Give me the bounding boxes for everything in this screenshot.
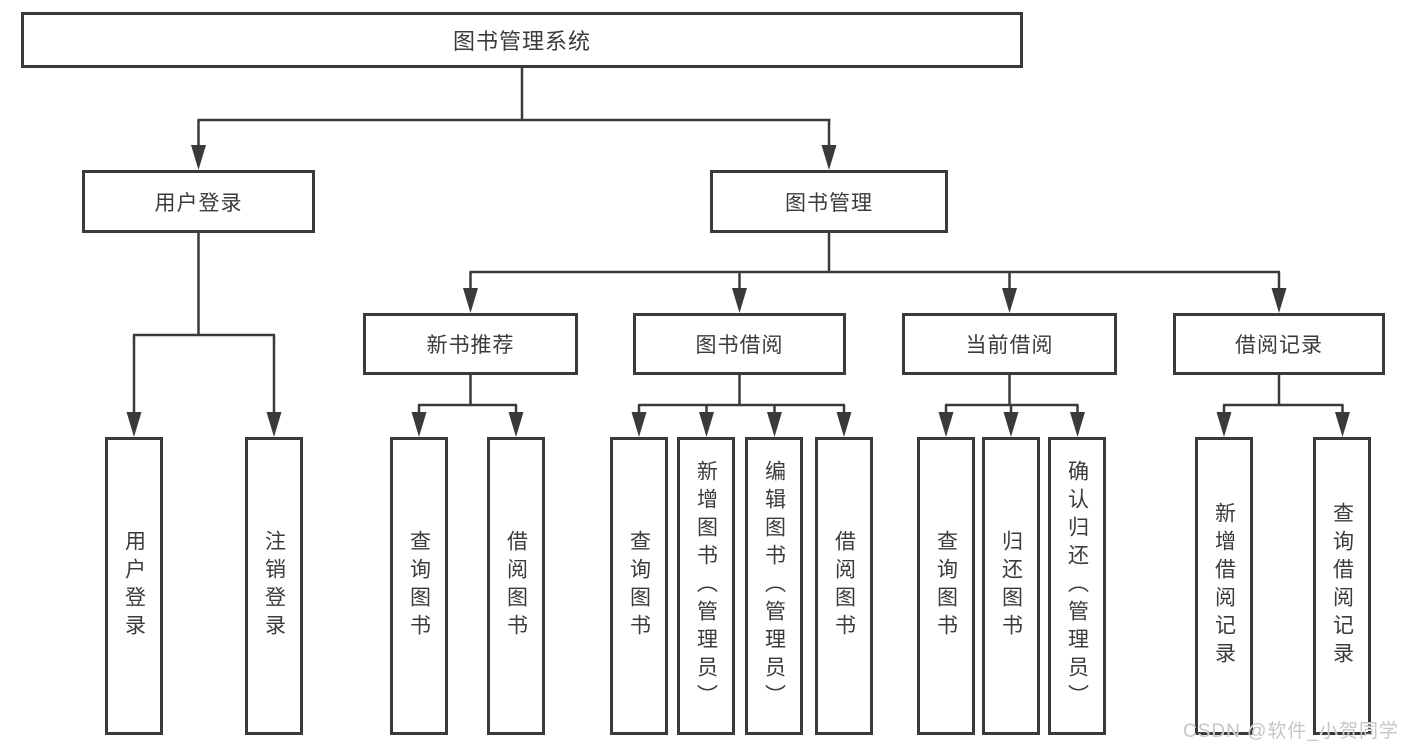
connector-book-management-branch <box>463 233 1287 313</box>
node-label: 图书借阅 <box>695 334 784 357</box>
leaf-return-books: 归还图书 <box>982 437 1040 735</box>
node-book-management: 图书管理 <box>710 170 948 233</box>
leaf-label: 查询图书 <box>627 530 651 642</box>
leaf-label: 借阅图书 <box>832 530 856 642</box>
node-borrow-records: 借阅记录 <box>1173 313 1385 375</box>
leaf-query-books-borrow: 查询图书 <box>610 437 668 735</box>
leaf-label: 归还图书 <box>999 530 1023 642</box>
leaf-add-borrow-record: 新增借阅记录 <box>1195 437 1253 735</box>
connector-book-borrow-branch <box>631 375 852 437</box>
leaf-edit-books-admin: 编辑图书（管理员） <box>745 437 803 735</box>
leaf-label: 新增借阅记录 <box>1212 502 1236 670</box>
leaf-label: 注销登录 <box>262 530 286 642</box>
leaf-borrow-books: 借阅图书 <box>815 437 873 735</box>
leaf-query-books-recommend: 查询图书 <box>390 437 448 735</box>
node-label: 借阅记录 <box>1235 334 1323 357</box>
leaf-query-books-current: 查询图书 <box>917 437 975 735</box>
connector-root-branch <box>191 68 837 170</box>
node-label: 图书管理系统 <box>452 29 591 54</box>
leaf-label: 查询图书 <box>407 530 431 642</box>
leaf-query-borrow-record: 查询借阅记录 <box>1313 437 1371 735</box>
leaf-borrow-books-recommend: 借阅图书 <box>487 437 545 735</box>
node-new-book-recommend: 新书推荐 <box>363 313 578 375</box>
leaf-label: 新增图书（管理员） <box>694 460 718 712</box>
node-current-borrow: 当前借阅 <box>902 313 1117 375</box>
leaf-add-books-admin: 新增图书（管理员） <box>677 437 735 735</box>
leaf-label: 编辑图书（管理员） <box>762 460 786 712</box>
node-label: 图书管理 <box>785 191 873 215</box>
connector-current-borrow-branch <box>938 375 1085 437</box>
leaf-label: 确认归还（管理员） <box>1065 460 1089 712</box>
node-user-login: 用户登录 <box>82 170 315 233</box>
node-book-borrow: 图书借阅 <box>633 313 846 375</box>
leaf-label: 借阅图书 <box>504 530 528 642</box>
connector-new-book-recommend-branch <box>411 375 524 437</box>
node-label: 当前借阅 <box>965 334 1054 357</box>
leaf-label: 查询图书 <box>934 530 958 642</box>
leaf-user-login: 用户登录 <box>105 437 163 735</box>
leaf-confirm-return-admin: 确认归还（管理员） <box>1048 437 1106 735</box>
connector-user-login-branch <box>126 233 282 437</box>
node-label: 用户登录 <box>154 191 243 215</box>
node-label: 新书推荐 <box>426 334 515 357</box>
leaf-label: 查询借阅记录 <box>1330 502 1354 670</box>
node-book-management-system: 图书管理系统 <box>21 12 1023 68</box>
leaf-label: 用户登录 <box>122 530 146 642</box>
csdn-watermark: CSDN @软件_小贺同学 <box>1183 721 1399 742</box>
leaf-logout: 注销登录 <box>245 437 303 735</box>
connector-borrow-records-branch <box>1216 375 1350 437</box>
